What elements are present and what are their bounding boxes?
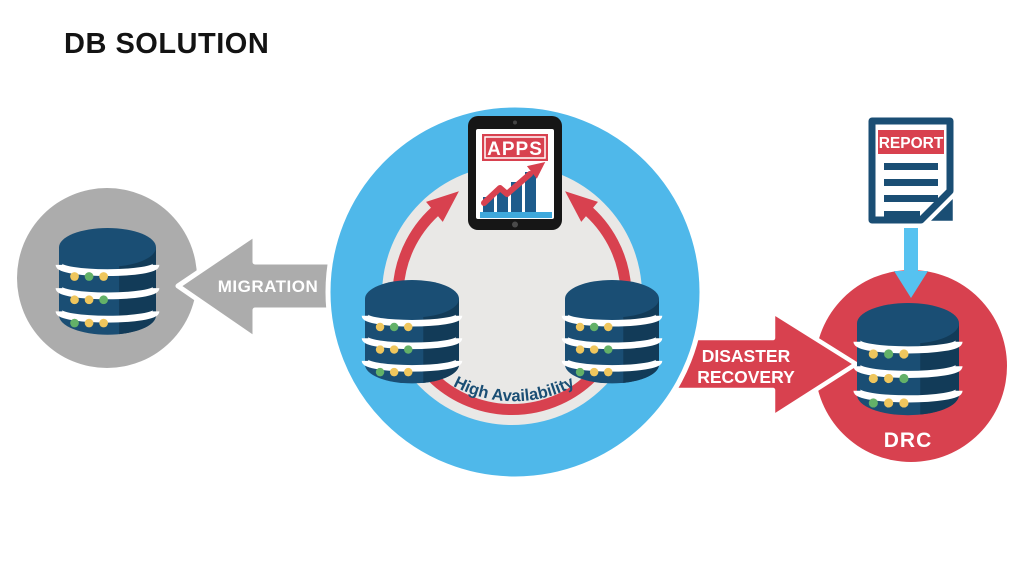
- apps-tablet-icon: APPS: [468, 116, 562, 230]
- tablet-home-button-icon: [512, 221, 518, 228]
- report-flow-arrow: [894, 228, 928, 298]
- disaster-recovery-label-line1: DISASTER: [702, 346, 791, 366]
- secondary-database-icon: [565, 280, 659, 385]
- disaster-recovery-label-line2: RECOVERY: [697, 367, 795, 387]
- tablet-camera-icon: [513, 120, 517, 125]
- apps-label: APPS: [487, 139, 543, 160]
- disaster-recovery-arrow: [662, 309, 859, 420]
- report-label: REPORT: [879, 135, 944, 152]
- primary-database-icon: [365, 280, 459, 385]
- database-icon: [59, 228, 156, 337]
- drc-database-icon: [857, 303, 959, 417]
- growth-chart-icon: [480, 161, 552, 218]
- page-title: DB SOLUTION: [64, 28, 270, 60]
- migration-label: MIGRATION: [218, 277, 319, 296]
- drc-label: DRC: [884, 429, 933, 452]
- report-icon: REPORT: [868, 117, 956, 224]
